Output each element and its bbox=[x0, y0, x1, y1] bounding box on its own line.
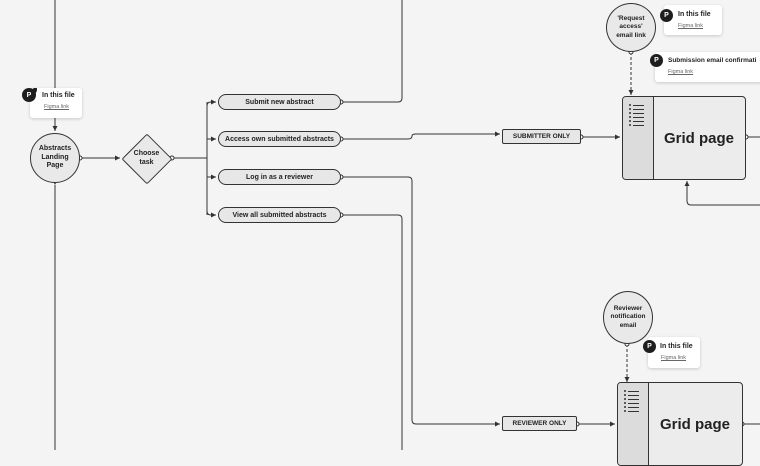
card-title: In this file bbox=[660, 343, 693, 350]
card-title: In this file bbox=[678, 11, 711, 18]
in-this-file-card-bottom bbox=[648, 337, 700, 368]
figma-link[interactable]: Figma link bbox=[678, 23, 704, 29]
grid-page-sidebar bbox=[618, 383, 649, 465]
abstracts-landing-page-node[interactable]: Abstracts Landing Page bbox=[30, 133, 80, 183]
reviewer-notification-email-node[interactable]: Reviewer notification email bbox=[603, 291, 653, 344]
request-access-email-node[interactable]: 'Request access' email link bbox=[606, 3, 656, 52]
task-access-own-abstracts[interactable]: Access own submitted abstracts bbox=[218, 131, 341, 147]
figma-logo-icon: P bbox=[650, 54, 663, 67]
task-submit-new-abstract[interactable]: Submit new abstract bbox=[218, 94, 341, 110]
grid-page-title: Grid page bbox=[663, 129, 734, 147]
choose-task-label: Choose task bbox=[133, 150, 160, 166]
figma-link[interactable]: Figma link bbox=[661, 355, 687, 361]
submission-email-card bbox=[655, 52, 760, 82]
choose-task-decision[interactable]: Choose task bbox=[121, 133, 172, 184]
task-view-all-abstracts[interactable]: View all submitted abstracts bbox=[218, 207, 341, 223]
card-title: In this file bbox=[42, 92, 75, 99]
submitter-only-tag: SUBMITTER ONLY bbox=[502, 129, 581, 144]
grid-page-submitter[interactable]: Grid page bbox=[622, 96, 746, 180]
card-title: Submission email confirmati bbox=[668, 57, 757, 64]
grid-page-sidebar bbox=[623, 97, 654, 179]
task-log-in-as-reviewer[interactable]: Log in as a reviewer bbox=[218, 169, 341, 185]
figma-logo-icon: P bbox=[660, 9, 673, 22]
list-icon bbox=[624, 389, 642, 413]
in-this-file-card-landing: P bbox=[30, 88, 82, 118]
figma-link[interactable]: Figma link bbox=[668, 69, 694, 75]
figma-logo-icon: P bbox=[643, 340, 656, 353]
grid-page-reviewer[interactable]: Grid page bbox=[617, 382, 743, 466]
in-this-file-card-top bbox=[664, 5, 722, 35]
figma-logo-icon: P bbox=[22, 88, 36, 102]
list-icon bbox=[629, 103, 647, 127]
figma-link[interactable]: Figma link bbox=[44, 104, 70, 110]
grid-page-title: Grid page bbox=[659, 415, 730, 433]
reviewer-only-tag: REVIEWER ONLY bbox=[502, 416, 577, 431]
